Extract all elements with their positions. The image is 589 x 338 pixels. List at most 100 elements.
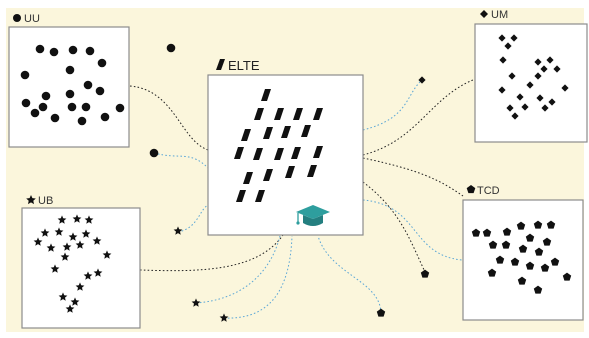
um-marker — [516, 93, 524, 101]
uu-marker — [21, 98, 31, 108]
um-marker — [499, 56, 507, 64]
um-marker — [508, 72, 516, 80]
uu-marker — [49, 47, 59, 57]
loose-pentagon — [420, 269, 430, 278]
um-legend-marker — [480, 10, 488, 18]
node-uu: UU — [8, 13, 130, 148]
elte-marker — [301, 125, 311, 137]
ub-marker — [83, 271, 93, 280]
um-marker — [546, 56, 554, 64]
uu-box — [8, 26, 130, 148]
tcd-marker — [546, 220, 556, 229]
elte-marker — [241, 129, 251, 141]
ub-marker — [81, 229, 91, 238]
ub-markers — [33, 214, 112, 313]
uu-marker — [30, 108, 40, 118]
ub-marker — [54, 227, 64, 236]
tcd-marker — [542, 237, 552, 246]
uu-marker — [67, 102, 77, 112]
uu-marker — [85, 46, 95, 56]
link-path — [362, 77, 479, 156]
uu-markers — [20, 44, 125, 126]
uu-marker — [77, 116, 87, 126]
um-marker — [498, 86, 506, 94]
links — [129, 77, 479, 319]
um-marker — [548, 98, 556, 106]
um-marker — [504, 42, 512, 50]
um-marker — [511, 112, 519, 120]
tcd-marker — [562, 272, 572, 281]
tcd-marker — [495, 255, 505, 264]
tcd-marker — [525, 261, 535, 270]
ub-label: UB — [38, 195, 53, 207]
link-path — [362, 79, 423, 131]
loose-star — [173, 226, 183, 235]
tcd-marker — [540, 263, 550, 272]
ub-marker — [40, 228, 50, 237]
um-markers — [498, 34, 569, 120]
tcd-marker — [487, 268, 497, 277]
um-marker — [540, 65, 548, 73]
ub-marker — [60, 252, 70, 261]
loose-circle — [166, 43, 176, 53]
tcd-label: TCD — [477, 185, 500, 197]
um-marker — [498, 34, 506, 42]
um-marker — [553, 65, 561, 73]
ub-marker — [68, 232, 78, 241]
elte-marker — [254, 108, 264, 120]
uu-marker — [83, 80, 93, 90]
tcd-marker — [471, 228, 481, 237]
elte-marker — [263, 169, 273, 181]
elte-marker — [263, 127, 273, 139]
ub-marker — [84, 215, 94, 224]
uu-marker — [115, 103, 125, 113]
elte-markers — [234, 89, 323, 202]
um-marker — [526, 81, 534, 89]
ub-marker — [92, 236, 102, 245]
ub-marker — [62, 242, 72, 251]
uu-marker — [35, 44, 45, 54]
uu-marker — [20, 70, 30, 80]
um-marker — [521, 103, 529, 111]
tcd-marker — [516, 221, 526, 230]
um-marker — [536, 94, 544, 102]
elte-marker — [285, 166, 295, 178]
elte-marker — [313, 108, 323, 120]
elte-box — [207, 74, 364, 236]
ub-marker — [57, 215, 67, 224]
um-marker — [534, 58, 542, 66]
loose-markers — [149, 43, 430, 322]
tcd-marker — [550, 257, 560, 266]
link-path — [362, 199, 463, 261]
elte-marker — [234, 147, 244, 159]
uu-marker — [65, 89, 75, 99]
um-marker — [510, 34, 518, 42]
ub-box — [21, 207, 141, 329]
uu-marker — [100, 112, 110, 122]
node-ub: UB — [21, 195, 141, 329]
link-path — [362, 157, 464, 197]
elte-legend-marker — [216, 59, 225, 70]
ub-marker — [65, 304, 75, 313]
uu-marker — [81, 102, 91, 112]
elte-marker — [274, 148, 284, 160]
uu-marker — [97, 58, 107, 68]
ub-marker — [102, 250, 112, 259]
tcd-marker — [534, 247, 544, 256]
node-elte: ELTE — [207, 58, 364, 236]
link-path — [177, 204, 211, 233]
loose-diamond — [418, 76, 426, 84]
ub-marker — [70, 297, 80, 306]
node-tcd: TCD — [462, 185, 584, 321]
ub-legend-marker — [26, 195, 36, 205]
elte-marker — [307, 165, 317, 177]
ub-marker — [46, 243, 56, 252]
uu-marker — [41, 91, 51, 101]
uu-marker — [65, 65, 75, 75]
uu-marker — [68, 45, 78, 55]
loose-circle — [149, 148, 159, 158]
um-marker — [534, 72, 542, 80]
ub-marker — [72, 214, 82, 223]
tcd-marker — [517, 276, 527, 285]
